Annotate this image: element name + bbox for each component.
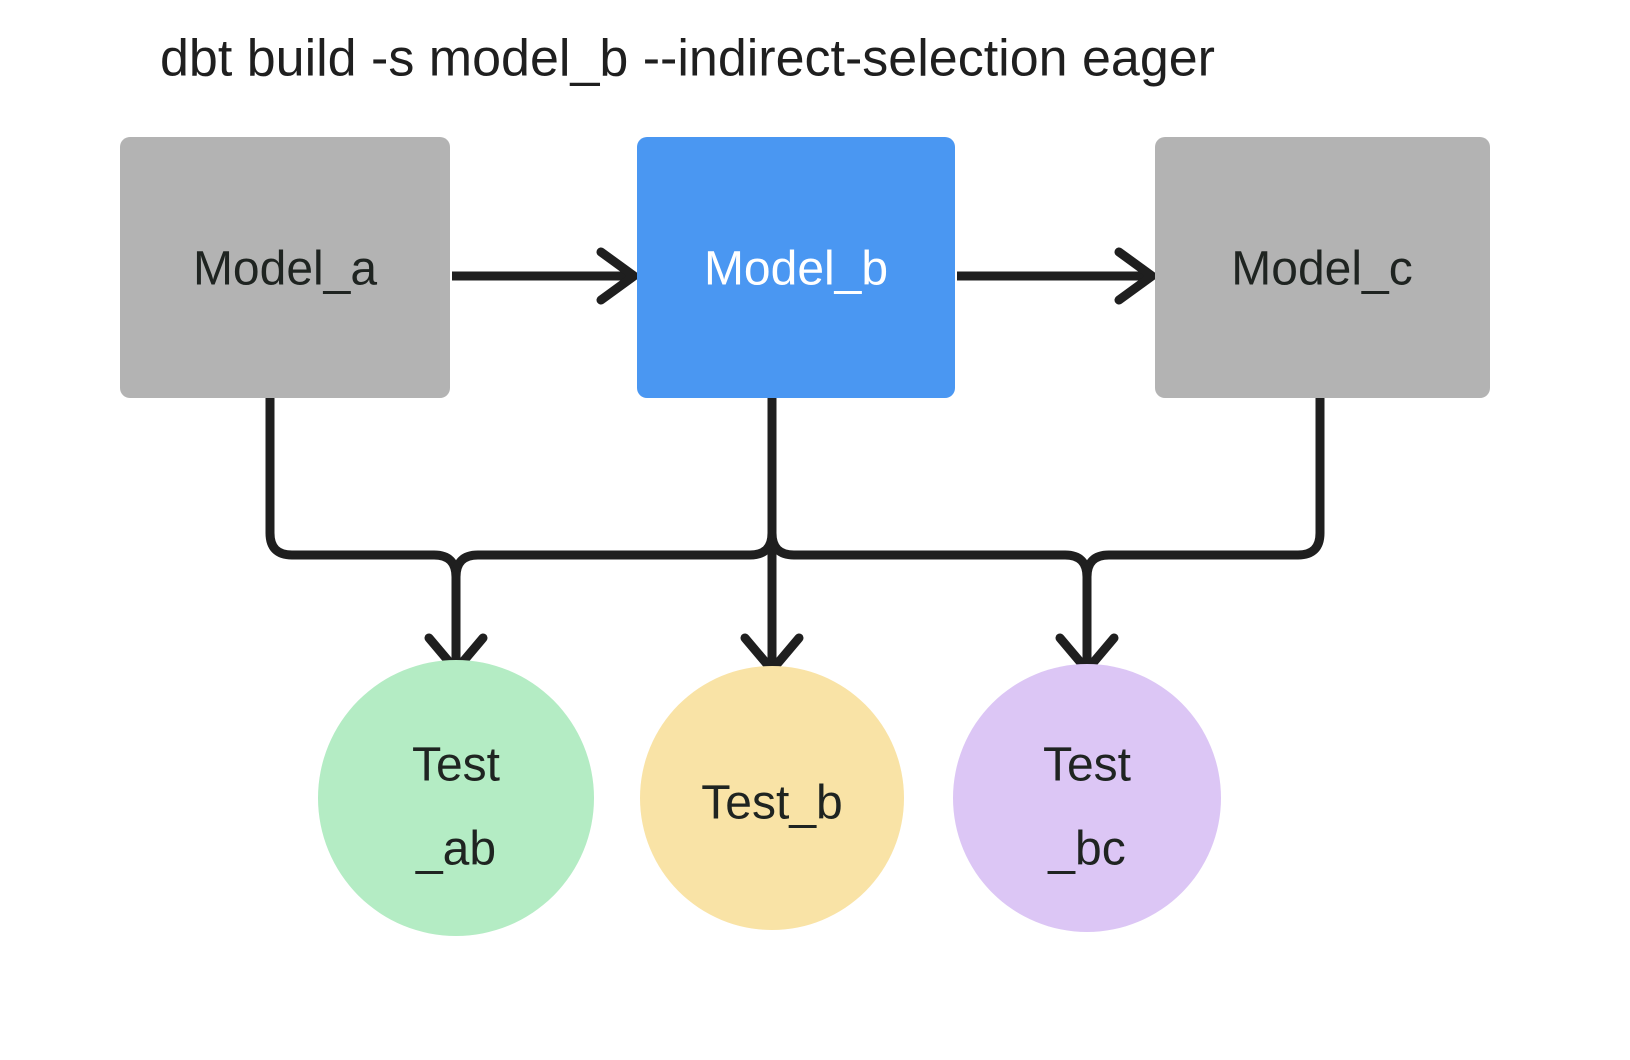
test-b-circle[interactable] xyxy=(640,666,904,930)
test-node-test-ab[interactable]: Test _ab xyxy=(318,660,594,936)
test-node-test-b[interactable]: Test_b xyxy=(640,666,904,930)
model-a-box[interactable] xyxy=(120,137,450,398)
edge-layer xyxy=(265,247,1325,675)
edge-line xyxy=(1082,398,1325,578)
model-c-label: Model_c xyxy=(1231,243,1412,296)
model-node-model-c[interactable]: Model_c xyxy=(1155,137,1490,398)
model-node-model-a[interactable]: Model_a xyxy=(120,137,450,398)
test-ab-label-line1: Test xyxy=(412,739,500,792)
test-b-label-line1: Test_b xyxy=(701,777,842,830)
diagram-title: dbt build -s model_b --indirect-selectio… xyxy=(160,30,1215,88)
model-a-label: Model_a xyxy=(193,243,377,296)
test-ab-label-line2: _ab xyxy=(415,823,496,876)
edge-line xyxy=(265,398,461,668)
test-bc-label-line1: Test xyxy=(1043,739,1131,792)
edge-line xyxy=(767,398,1092,668)
edge-model-a-to-model-b xyxy=(452,247,639,305)
test-bc-label-line2: _bc xyxy=(1047,823,1125,876)
edge-model-b-to-test-ab xyxy=(451,398,777,578)
model-c-box[interactable] xyxy=(1155,137,1490,398)
edge-model-c-to-test-bc xyxy=(1082,398,1325,578)
edge-line xyxy=(451,398,777,578)
test-node-test-bc[interactable]: Test _bc xyxy=(953,664,1221,932)
model-node-model-b[interactable]: Model_b xyxy=(637,137,955,398)
model-node-layer: Model_a Model_b Model_c xyxy=(120,137,1490,398)
test-node-layer: Test _ab Test_b Test _bc xyxy=(318,660,1221,936)
edge-model-b-to-model-c xyxy=(957,247,1157,305)
edge-model-b-to-test-bc xyxy=(767,398,1092,668)
model-b-label: Model_b xyxy=(704,243,888,296)
edge-model-a-to-test-ab xyxy=(265,398,461,668)
arrow-head-icon xyxy=(1114,247,1157,305)
model-b-box[interactable] xyxy=(637,137,955,398)
test-ab-circle[interactable] xyxy=(318,660,594,936)
test-bc-circle[interactable] xyxy=(953,664,1221,932)
arrow-head-icon xyxy=(596,247,639,305)
